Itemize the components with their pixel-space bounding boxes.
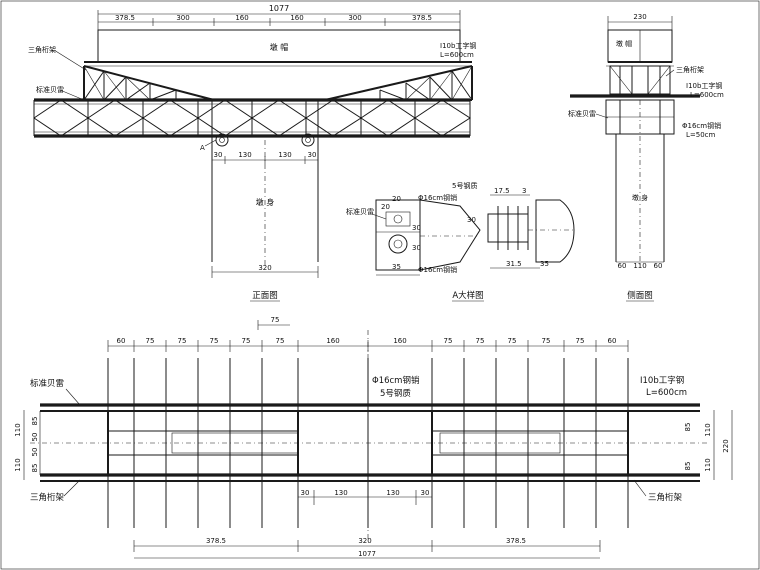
plan-right-total: 220: [722, 439, 730, 452]
plan-label-bailey: 标准贝雷: [30, 378, 64, 389]
side-bottom-dim-3: 60: [654, 262, 663, 270]
front-support-dim-1: 30: [214, 151, 223, 159]
detail-pin-icon: [388, 234, 408, 254]
plan-top-dim: 75: [444, 337, 453, 345]
front-dim-3: 160: [235, 14, 248, 22]
plan-view: 75 60 75 75 75 75 75 160 160 75 75 75 75 75 60 110 11…: [14, 316, 733, 559]
plan-bottom-dim-2: 320: [358, 537, 371, 545]
detail-dim-4: 30: [412, 244, 421, 252]
plan-top-dim: 160: [326, 337, 339, 345]
plan-top-dim: 60: [117, 337, 126, 345]
plan-label-steel: 5号钢质: [380, 388, 411, 399]
detail-mark-a: A: [200, 144, 205, 152]
plan-support-dim-4: 30: [421, 489, 430, 497]
plan-total-dim: 1077: [358, 550, 376, 558]
plan-top-dim: 75: [210, 337, 219, 345]
front-beam-left-label: I10b工字钢: [440, 41, 476, 50]
front-pier-label: 墩 身: [256, 197, 275, 207]
side-bailey-label: 标准贝雷: [568, 109, 596, 118]
side-truss-label: 三角桁架: [676, 65, 704, 74]
front-dim-5: 300: [348, 14, 361, 22]
detail-dim-9: 31.5: [506, 260, 522, 268]
front-view: 1077 378.5 300 160 160 300 378.5 墩 帽: [28, 4, 476, 302]
plan-bottom-dim-1: 378.5: [206, 537, 226, 545]
side-pier-label: 墩 身: [632, 193, 648, 202]
plan-top-dim: 60: [608, 337, 617, 345]
plan-top-dim: 75: [476, 337, 485, 345]
detail-label-pin: Φ16cm钢销: [418, 193, 457, 202]
plan-top-dim: 75: [508, 337, 517, 345]
plan-dim-75: 75: [271, 316, 280, 324]
side-beam-label-2: L=600cm: [690, 91, 724, 99]
plan-bottom-dim-3: 378.5: [506, 537, 526, 545]
plan-left-dim-1: 110: [14, 423, 22, 436]
front-support-dim-2: 130: [238, 151, 251, 159]
front-dim-1: 378.5: [115, 14, 135, 22]
side-top-dim: 230: [633, 13, 646, 21]
front-bailey-label: 标准贝雷: [36, 85, 64, 94]
side-beam-label-1: I10b工字钢: [686, 81, 722, 90]
detail-label-pin-2: Φ16cm钢销: [418, 265, 457, 274]
side-view-title: 侧面图: [627, 290, 653, 301]
plan-left-dim-2: 110: [14, 458, 22, 471]
plan-right-dim-2: 110: [704, 458, 712, 471]
detail-view-title: A大样图: [452, 290, 483, 301]
detail-label-steel: 5号钢质: [452, 181, 477, 190]
plan-support-dim-1: 30: [301, 489, 310, 497]
front-base-dim: 320: [258, 264, 271, 272]
detail-dim-6: 35: [392, 263, 401, 271]
plan-label-truss-right: 三角桁架: [648, 492, 683, 503]
front-beam-label: 墩 帽: [270, 42, 289, 52]
front-truss-label: 三角桁架: [28, 45, 56, 54]
detail-dim-8: 3: [522, 187, 526, 195]
front-support-dim-4: 30: [308, 151, 317, 159]
plan-support-dim-2: 130: [334, 489, 347, 497]
plan-inner-dim-1: 85: [31, 417, 39, 426]
front-dim-2: 300: [176, 14, 189, 22]
plan-inner-dim-2: 50: [31, 433, 39, 442]
plan-top-dim: 75: [242, 337, 251, 345]
plan-top-dim: 75: [276, 337, 285, 345]
front-dim-6: 378.5: [412, 14, 432, 22]
plan-right-inner-2: 85: [684, 462, 692, 471]
front-dim-4: 160: [290, 14, 303, 22]
right-pin-icon: [301, 133, 315, 147]
plan-top-dim: 75: [576, 337, 585, 345]
side-pin-label-2: L=50cm: [686, 131, 716, 139]
detail-dim-1: 20: [381, 203, 390, 211]
plan-label-truss-left: 三角桁架: [30, 492, 65, 503]
detail-label-bailey: 标准贝雷: [346, 207, 374, 216]
front-view-title: 正面图: [252, 291, 278, 301]
detail-dim-10: 35: [540, 260, 549, 268]
plan-top-dim: 75: [178, 337, 187, 345]
detail-dim-2: 20: [392, 195, 401, 203]
front-total-dim: 1077: [269, 4, 289, 13]
plan-inner-dim-3: 50: [31, 448, 39, 457]
plan-top-dim: 160: [393, 337, 406, 345]
front-support-dim-3: 130: [278, 151, 291, 159]
front-beam-left-label-2: L=600cm: [440, 51, 474, 59]
side-bottom-dim-1: 60: [618, 262, 627, 270]
plan-inner-dim-4: 85: [31, 464, 39, 473]
side-beam-label-a: 墩 帽: [616, 39, 632, 48]
detail-a-view: 20 20 30 30 30 35 17.5 3 31.5 35 Φ16cm钢销…: [346, 181, 575, 302]
plan-top-dim: 75: [542, 337, 551, 345]
plan-support-dim-3: 130: [386, 489, 399, 497]
side-bottom-dim-2: 110: [633, 262, 646, 270]
plan-label-beam-1: I10b工字钢: [640, 375, 684, 386]
side-pin-label-1: Φ16cm钢销: [682, 121, 721, 130]
plan-top-dim: 75: [146, 337, 155, 345]
detail-dim-7: 17.5: [494, 187, 510, 195]
plan-right-dim-1: 110: [704, 423, 712, 436]
plan-label-beam-2: L=600cm: [646, 388, 687, 398]
side-view: 230 墩 帽 墩 身 60 110 60 三角桁架 I10b工字钢: [568, 13, 724, 302]
plan-label-pin: Φ16cm钢销: [372, 375, 420, 386]
detail-dim-3: 30: [412, 224, 421, 232]
plan-right-inner-1: 85: [684, 423, 692, 432]
detail-dim-5: 30: [467, 216, 476, 224]
